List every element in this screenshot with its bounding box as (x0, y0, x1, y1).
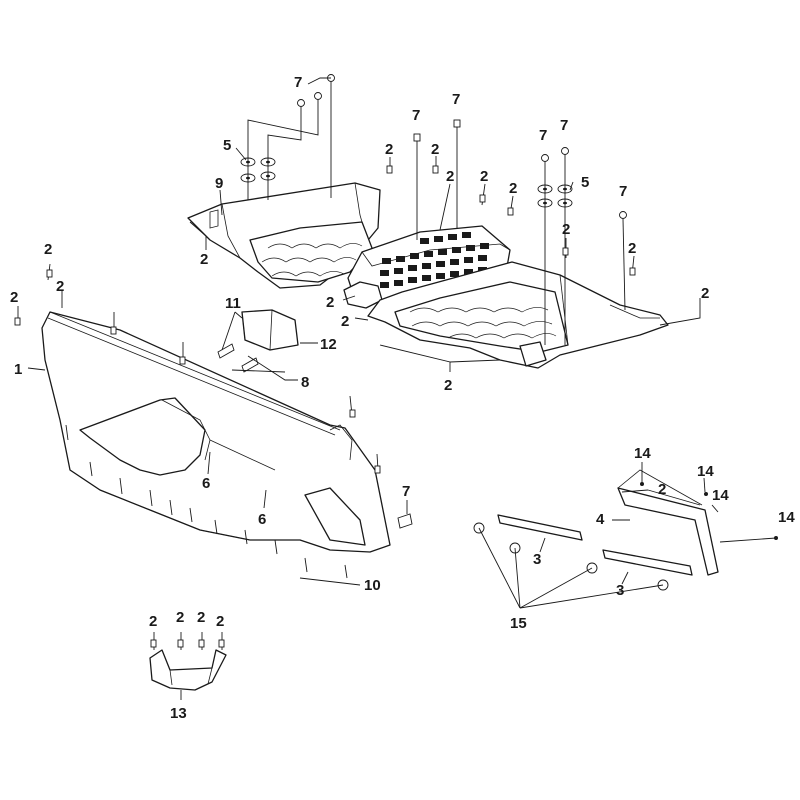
callout-c15: 2 (509, 180, 517, 197)
callout-c30: 6 (258, 511, 266, 528)
callout-c20: 2 (341, 313, 349, 330)
left-side-panel (41, 311, 391, 553)
callout-c38: 14 (778, 509, 795, 526)
callout-c37: 4 (596, 511, 605, 528)
callout-c18: 2 (701, 285, 709, 302)
callout-c29: 6 (202, 475, 210, 492)
callout-c05: 2 (385, 141, 393, 158)
callout-c06: 7 (412, 107, 420, 124)
front-floor-panel (367, 261, 669, 369)
leader-lines (17, 77, 777, 700)
callout-c22: 1 (14, 361, 22, 378)
callout-labels: 7 5 9 2 2 7 2 7 2 2 7 7 5 7 2 2 2 2 2 2 … (10, 74, 795, 722)
callout-c44: 2 (197, 609, 205, 626)
callout-c40: 3 (616, 582, 624, 599)
callout-c42: 2 (149, 613, 157, 630)
callout-c41: 15 (510, 615, 527, 632)
callout-c24: 12 (320, 336, 337, 353)
callout-c35: 2 (658, 481, 666, 498)
callout-c17: 2 (628, 240, 636, 257)
callout-c09: 2 (446, 168, 454, 185)
callout-c26: 8 (301, 374, 309, 391)
callout-c32: 10 (364, 577, 381, 594)
callout-c12: 7 (560, 117, 568, 134)
callout-c13: 5 (581, 174, 589, 191)
mid-bracket-assembly (217, 309, 299, 373)
callout-c16: 2 (562, 221, 570, 238)
callout-c45: 2 (216, 613, 224, 630)
callout-c43: 2 (176, 609, 184, 626)
callout-c46: 13 (170, 705, 187, 722)
right-skid-brackets (473, 469, 719, 591)
callout-c25: 2 (44, 241, 52, 258)
callout-c07: 2 (431, 141, 439, 158)
callout-c19: 2 (326, 294, 334, 311)
callout-c27: 2 (56, 278, 64, 295)
callout-c21: 2 (444, 377, 452, 394)
rear-floor-panel (187, 182, 381, 289)
callout-c36: 14 (712, 487, 729, 504)
callout-c03: 9 (215, 175, 223, 192)
callout-c08: 7 (452, 91, 460, 108)
skid-bracket (149, 649, 227, 691)
callout-c02: 5 (223, 137, 231, 154)
callout-c23: 11 (225, 295, 241, 312)
callout-c14: 7 (619, 183, 627, 200)
callout-c28: 2 (10, 289, 18, 306)
callout-c11: 7 (539, 127, 547, 144)
fastener-pins (14, 165, 778, 648)
tunnel-vent-grid (380, 232, 489, 288)
callout-c39: 3 (533, 551, 541, 568)
callout-c10: 2 (480, 168, 488, 185)
callout-c33: 14 (634, 445, 651, 462)
callout-c01: 7 (294, 74, 302, 91)
panel-push-rivets (65, 424, 348, 579)
callout-c34: 14 (697, 463, 714, 480)
callout-c31: 7 (402, 483, 410, 500)
callout-c04: 2 (200, 251, 208, 268)
